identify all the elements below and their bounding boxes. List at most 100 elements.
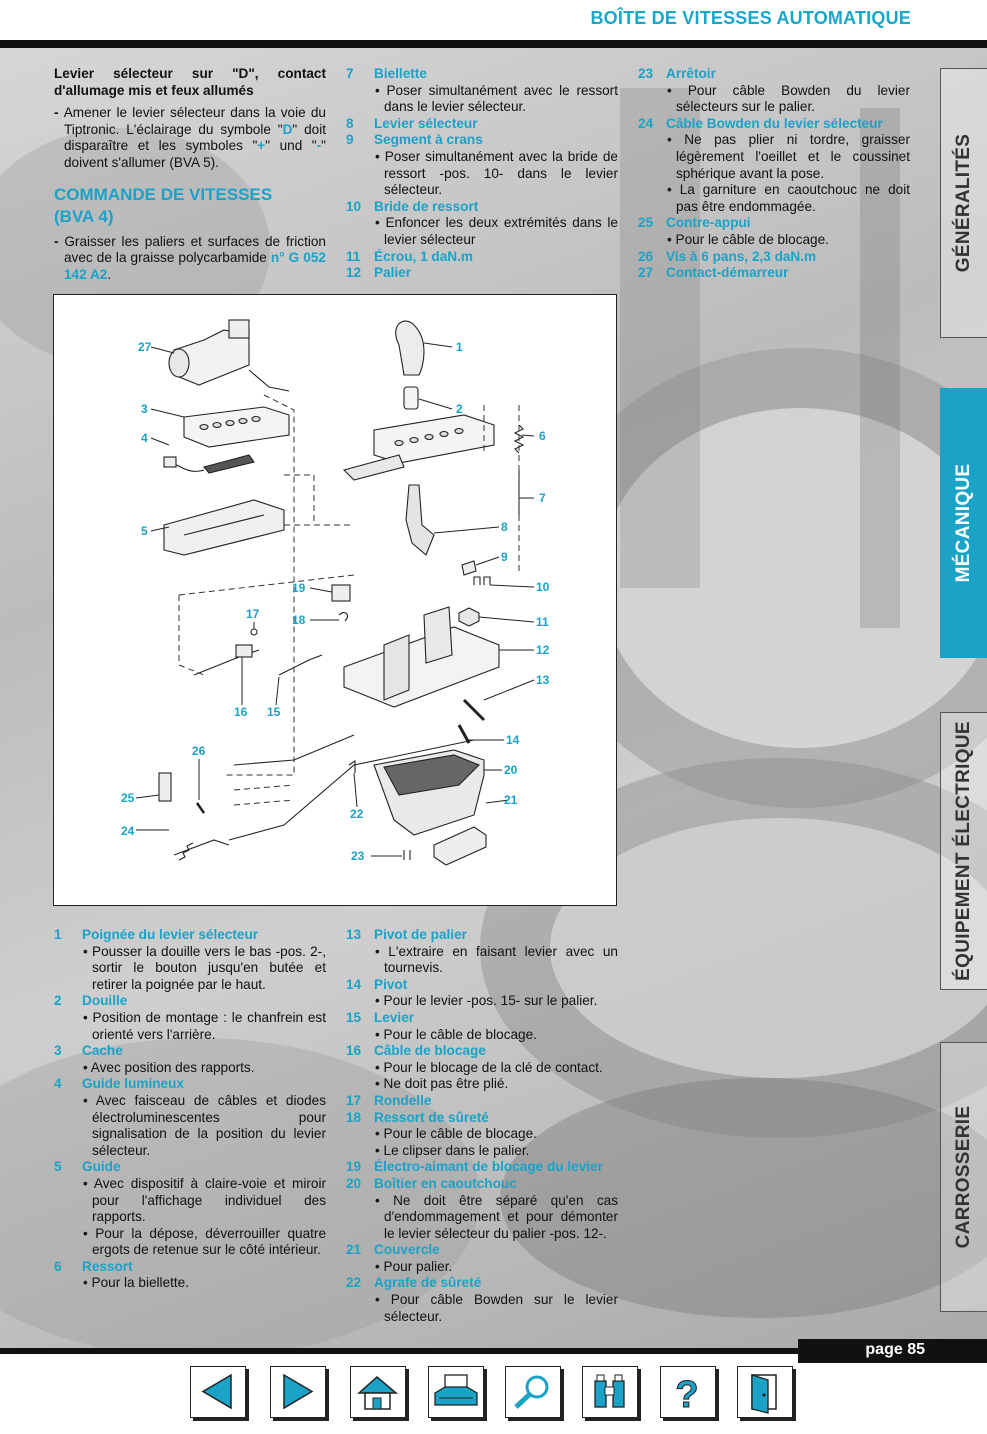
exploded-view-svg: 27 3 4 5 1 2 6 7 8 9 10 11 12 13 14 19 1…: [121, 319, 550, 866]
callout-label: 17: [246, 607, 260, 621]
svg-text:?: ?: [675, 1374, 698, 1416]
part-title: Écrou, 1 daN.m: [374, 248, 473, 264]
tab-carrosserie[interactable]: CARROSSERIE: [940, 1042, 987, 1312]
part-note: • Avec dispositif à claire-voie et miroi…: [83, 1175, 326, 1225]
binoculars-button[interactable]: [582, 1366, 638, 1418]
help-button[interactable]: ?: [660, 1366, 716, 1418]
part-note: • Poser simultanément avec le ressort da…: [375, 82, 618, 115]
print-button[interactable]: [428, 1366, 484, 1418]
part-title: Guide lumineux: [82, 1076, 184, 1092]
callout-label: 26: [192, 744, 206, 758]
callout-label: 13: [536, 673, 550, 687]
part-number: 24: [638, 115, 654, 131]
callout-label: 18: [292, 613, 306, 627]
search-button[interactable]: [505, 1366, 561, 1418]
part-number: 15: [346, 1009, 362, 1025]
part-title: Agrafe de sûreté: [374, 1275, 482, 1291]
part-note: • Ne doit pas être plié.: [375, 1076, 509, 1092]
part-title: Vis à 6 pans, 2,3 daN.m: [666, 248, 817, 264]
part-number: 2: [54, 993, 62, 1009]
part-title: Ressort de sûreté: [374, 1109, 489, 1125]
part-number: 20: [346, 1175, 362, 1191]
exit-door-icon: [751, 1374, 777, 1414]
part-note: • Pour palier.: [375, 1258, 453, 1274]
page-number: page 85: [798, 1339, 987, 1363]
home-icon: [357, 1376, 399, 1410]
part-item: 20 Boîtier en caoutchouc: [346, 1176, 618, 1193]
part-note: • Pour la biellette.: [83, 1275, 190, 1291]
part-title: Boîtier en caoutchouc: [374, 1175, 517, 1191]
part-title: Guide: [82, 1159, 121, 1175]
previous-arrow-icon: [201, 1373, 232, 1410]
binoculars-icon: [594, 1374, 625, 1408]
callout-label: 7: [539, 491, 546, 505]
part-number: 25: [638, 215, 654, 231]
callout-label: 3: [141, 402, 148, 416]
part-title: Câble Bowden du levier sélecteur: [666, 115, 883, 131]
part-title: Contre-appui: [666, 215, 751, 231]
lubrication-paragraph: - Graisser les paliers et surfaces de fr…: [54, 233, 326, 282]
callout-label: 6: [539, 429, 546, 443]
tab-generalites[interactable]: GÉNÉRALITÉS: [940, 68, 987, 338]
part-number: 5: [54, 1159, 62, 1175]
part-note: • Ne pas plier ni tordre, graisser légèr…: [667, 132, 910, 181]
part-note: • La garniture en caoutchouc ne doit pas…: [667, 182, 910, 214]
callout-label: 2: [456, 402, 463, 416]
part-item: 22 Agrafe de sûreté: [346, 1275, 618, 1292]
part-note: • Pour la dépose, déverrouiller quatre e…: [83, 1225, 326, 1258]
callout-label: 12: [536, 643, 550, 657]
next-arrow-icon: [283, 1373, 314, 1410]
part-note: • Pour le levier -pos. 15- sur le palier…: [375, 993, 598, 1009]
tab-equipement-electrique[interactable]: ÉQUIPEMENT ÉLECTRIQUE: [940, 712, 987, 990]
part-note: • Pour le câble de blocage.: [375, 1126, 537, 1142]
previous-button[interactable]: [190, 1366, 246, 1418]
part-note: • Pousser la douille vers le bas -pos. 2…: [83, 943, 326, 992]
part-note: • Pour le câble de blocage.: [667, 231, 829, 247]
part-title: Couvercle: [374, 1242, 440, 1258]
part-note: • Pour le câble de blocage.: [375, 1026, 537, 1042]
part-title: Levier: [374, 1009, 415, 1025]
callout-label: 1: [456, 340, 463, 354]
part-number: 4: [54, 1076, 62, 1092]
part-title: Bride de ressort: [374, 198, 479, 214]
part-item: 24 Câble Bowden du levier sélecteur: [638, 116, 910, 133]
part-note: • Poser simultanément avec la bride de r…: [375, 148, 618, 198]
part-number: 22: [346, 1275, 362, 1291]
part-title: Levier sélecteur: [374, 115, 478, 131]
help-icon: ?: [675, 1374, 699, 1417]
exit-button[interactable]: [737, 1366, 793, 1418]
tab-mecanique[interactable]: MÉCANIQUE: [940, 388, 987, 658]
part-number: 3: [54, 1043, 62, 1059]
callout-label: 21: [504, 793, 518, 807]
part-title: Poignée du levier sélecteur: [82, 927, 259, 942]
part-number: 27: [638, 265, 654, 281]
part-title: Pivot de palier: [374, 927, 467, 942]
callout-label: 19: [292, 581, 306, 595]
callout-label: 4: [141, 431, 148, 445]
part-note: • L'extraire en faisant levier avec un t…: [375, 943, 618, 976]
part-item: 4 Guide lumineux: [54, 1076, 326, 1093]
home-button[interactable]: [350, 1366, 406, 1418]
part-number: 16: [346, 1043, 362, 1059]
intro-paragraph: - Amener le levier sélecteur dans la voi…: [54, 105, 326, 170]
intro-heading: Levier sélecteur sur "D", contact d'allu…: [54, 66, 326, 98]
part-note: • Pour câble Bowden du levier sélecteurs…: [667, 82, 910, 115]
part-number: 19: [346, 1159, 362, 1175]
callout-label: 16: [234, 705, 248, 719]
next-button[interactable]: [270, 1366, 326, 1418]
exploded-view-diagram: 27 3 4 5 1 2 6 7 8 9 10 11 12 13 14 19 1…: [53, 294, 617, 906]
